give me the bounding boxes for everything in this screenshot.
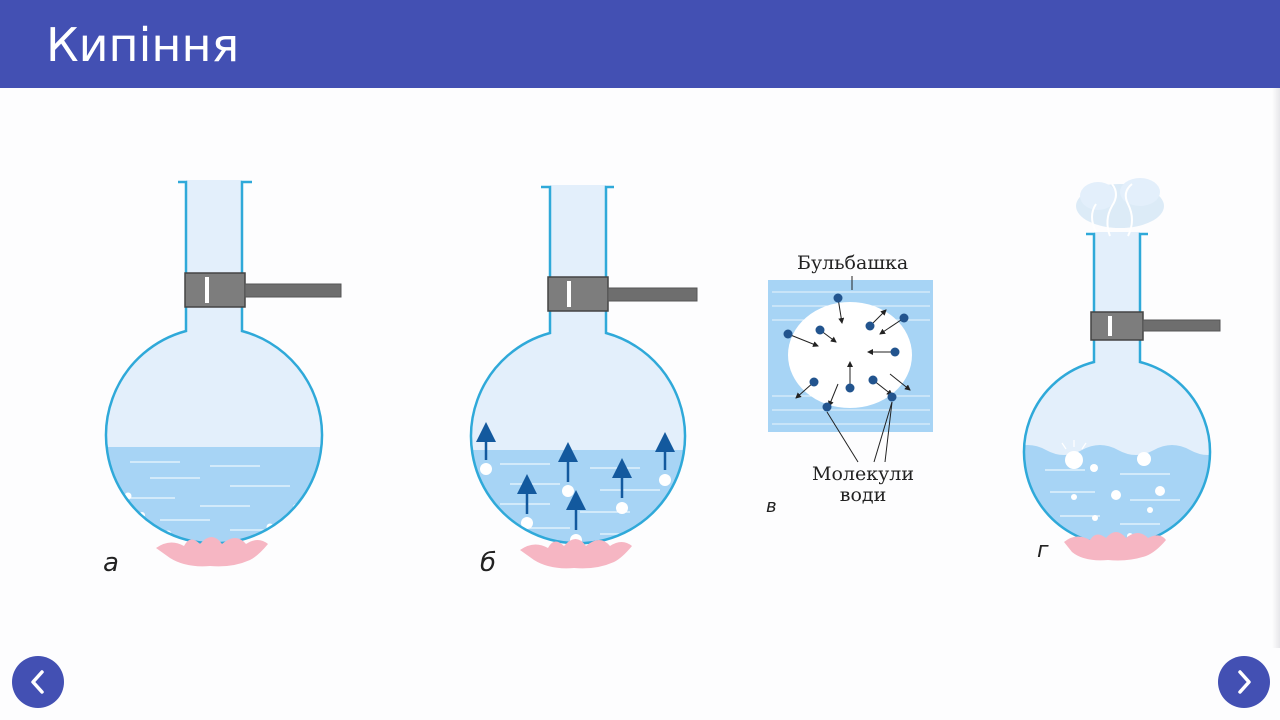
caption-b: б [480,548,497,578]
page-title: Кипіння [46,18,240,72]
right-edge-shadow [1272,88,1280,648]
caption-a: а [103,548,119,578]
caption-v: в [766,496,777,517]
chevron-right-icon [1238,670,1251,694]
next-slide-button[interactable] [1218,656,1270,708]
chevron-left-icon [31,670,44,694]
flask-g [1022,178,1221,561]
molecules-label-line1: Молекули [812,463,914,485]
caption-g: г [1037,538,1049,563]
steam-cloud [1076,178,1164,237]
boiling-illustration [104,178,1221,569]
prev-slide-button[interactable] [12,656,64,708]
flask-b [469,185,698,569]
molecules-label: Молекули води [798,464,928,506]
bubble-panel [768,276,933,463]
bubble-label: Бульбашка [797,252,909,274]
boiling-diagram: а б в г Бульбашка Молекули води [0,88,1280,648]
flask-a [104,180,342,567]
molecules-label-line2: води [839,483,887,506]
header-bar: Кипіння [0,0,1280,88]
